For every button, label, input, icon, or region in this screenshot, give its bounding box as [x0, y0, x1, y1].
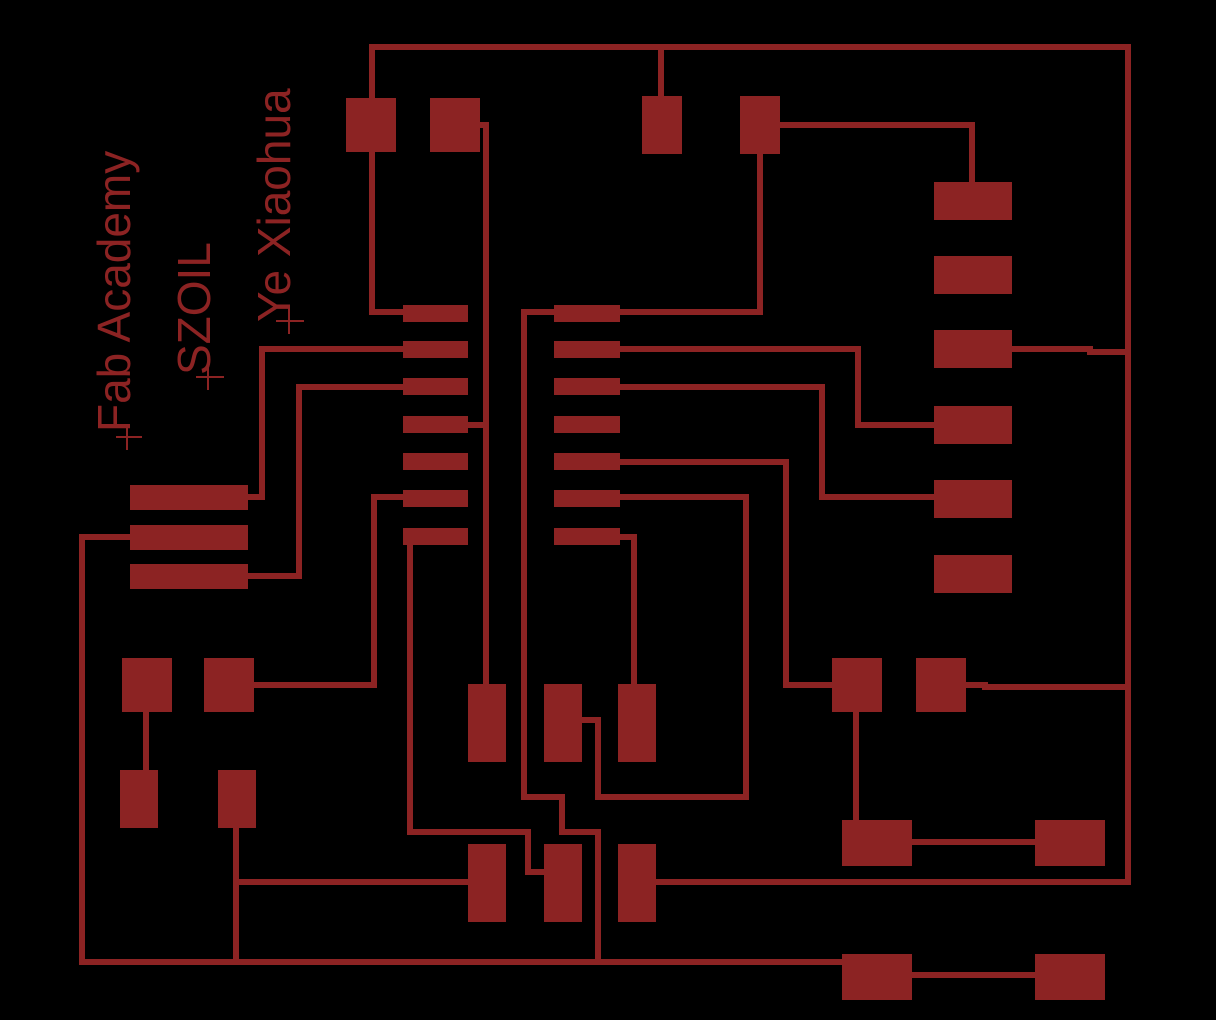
pad-top-4	[740, 96, 780, 154]
pad-br-1	[842, 820, 912, 866]
trace-ic-pin3	[242, 384, 413, 579]
pad-ll-4	[218, 770, 256, 828]
pad-ll-1	[122, 658, 172, 712]
header-pad-6	[934, 555, 1012, 593]
pad-mid-6	[618, 844, 656, 922]
ic-pin-r4	[554, 416, 620, 433]
ic-pin-l7	[403, 528, 468, 545]
pad-mid-5	[544, 844, 582, 922]
left-header-pad-2	[130, 525, 248, 550]
label-lab-name: SZOIL	[168, 242, 220, 375]
ic-pin-r7	[554, 528, 620, 545]
ic-pin-l1	[403, 305, 468, 322]
pad-br-2	[1035, 820, 1105, 866]
pad-top-2	[430, 98, 480, 152]
header-pad-5	[934, 480, 1012, 518]
pad-mid-3	[618, 684, 656, 762]
trace-ic-pin6	[247, 494, 413, 688]
trace-top-bus	[369, 44, 1131, 885]
trace-pad2-column	[467, 122, 489, 703]
ic-pin-r5	[554, 453, 620, 470]
label-fab-academy: Fab Academy	[88, 151, 140, 432]
label-author: Ye Xiaohua	[248, 88, 300, 322]
pad-mid-2	[544, 684, 582, 762]
pad-rl-2	[916, 658, 966, 712]
trace-ic-right3	[612, 384, 943, 500]
pad-ll-3	[120, 770, 158, 828]
header-pad-3	[934, 330, 1012, 368]
pads	[120, 96, 1105, 1000]
trace-ground-loop	[79, 309, 601, 965]
trace-ic-right2	[612, 346, 943, 428]
trace-ic-pin7	[407, 534, 563, 875]
trace-led-bus	[962, 682, 1131, 690]
pad-br-3	[842, 954, 912, 1000]
header-pad-4	[934, 406, 1012, 444]
pad-top-1	[346, 98, 396, 152]
pad-mid-4	[468, 844, 506, 922]
pad-top-3	[642, 96, 682, 154]
left-header-pad-3	[130, 564, 248, 589]
left-header-pad-1	[130, 485, 248, 510]
ic-pin-l5	[403, 453, 468, 470]
ic-pin-l4	[403, 416, 468, 433]
origin-markers	[116, 308, 304, 450]
ic-pin-l6	[403, 490, 468, 507]
trace-ic-right7	[612, 534, 637, 703]
ic-pin-r3	[554, 378, 620, 395]
trace-pad-to-ic1	[369, 147, 413, 315]
labels: Fab Academy SZOIL Ye Xiaohua	[88, 88, 300, 432]
trace-ic-pin2	[242, 346, 413, 500]
trace-ic-right6	[575, 494, 749, 800]
ic-pin-r6	[554, 490, 620, 507]
header-pad-2	[934, 256, 1012, 294]
trace-ic-right5	[612, 459, 843, 688]
pad-ll-2	[204, 658, 254, 712]
ic-pin-l2	[403, 341, 468, 358]
ic-pin-l3	[403, 378, 468, 395]
pad-br-4	[1035, 954, 1105, 1000]
traces	[79, 44, 1131, 978]
header-pad-1	[934, 182, 1012, 220]
pad-mid-1	[468, 684, 506, 762]
ic-pin-r1	[554, 305, 620, 322]
ic-pin-r2	[554, 341, 620, 358]
trace-header-bus	[1005, 346, 1131, 355]
pad-rl-1	[832, 658, 882, 712]
